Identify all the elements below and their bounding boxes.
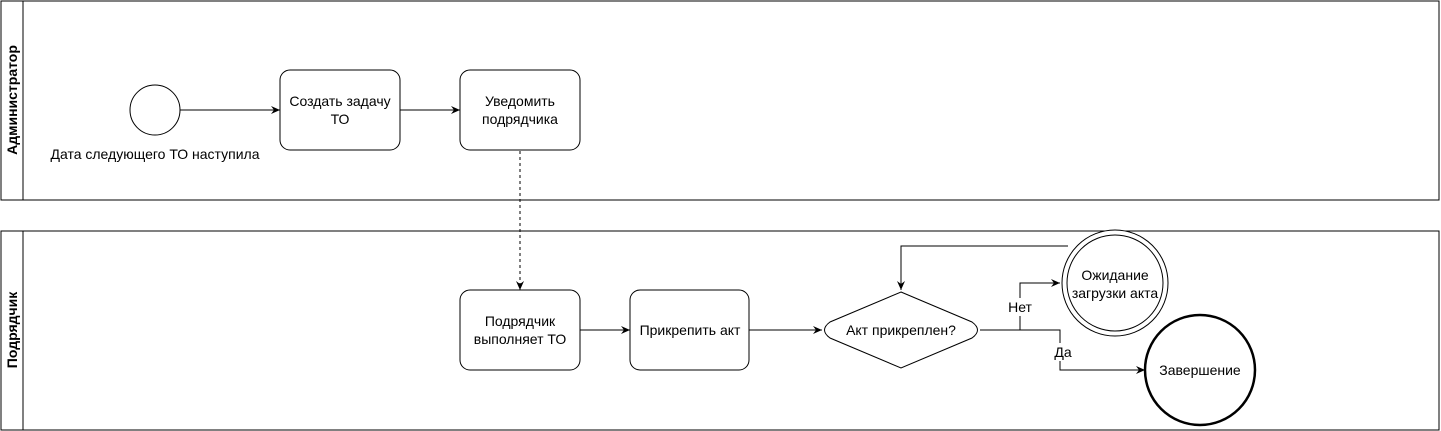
lane-contractor-label: Подрядчик: [4, 291, 20, 368]
gateway-no-label-bg: [1003, 298, 1037, 316]
wait-label-line2: загрузки акта: [1072, 285, 1159, 301]
gateway-no-label: Нет: [1008, 299, 1032, 315]
task-create-label-line1: Создать задачу: [289, 93, 390, 109]
start-event-label: Дата следующего ТО наступила: [51, 146, 260, 162]
task-perform-label-line1: Подрядчик: [485, 313, 556, 329]
lane-admin: Администратор: [0, 0, 1440, 201]
task-create-label-line2: ТО: [331, 111, 350, 127]
task-perform-label-line2: выполняет ТО: [474, 331, 567, 347]
task-notify-label-line1: Уведомить: [485, 93, 555, 109]
task-perform: Подрядчик выполняет ТО: [459, 289, 581, 371]
lane-contractor: Подрядчик: [0, 230, 1440, 431]
gateway-yes-label-bg: [1051, 343, 1073, 361]
task-attach-label: Прикрепить акт: [640, 322, 741, 338]
flow-wait-loop-back: [897, 245, 1068, 290]
gateway-act-attached: Акт прикреплен?: [824, 291, 978, 369]
task-create: Создать задачу ТО: [279, 69, 401, 151]
wait-label-line1: Ожидание: [1081, 267, 1149, 283]
gateway-label: Акт прикреплен?: [846, 322, 956, 338]
intermediate-event-wait: Ожидание загрузки акта: [1061, 229, 1169, 337]
end-event: Завершение: [1143, 313, 1257, 427]
gateway-yes-label: Да: [1054, 344, 1071, 360]
task-attach: Прикрепить акт: [629, 289, 750, 371]
task-notify-label-line2: подрядчика: [482, 111, 558, 127]
lane-admin-label: Администратор: [4, 45, 20, 155]
start-event: Дата следующего ТО наступила: [51, 84, 260, 162]
end-event-label: Завершение: [1159, 362, 1241, 378]
task-notify: Уведомить подрядчика: [459, 69, 581, 151]
